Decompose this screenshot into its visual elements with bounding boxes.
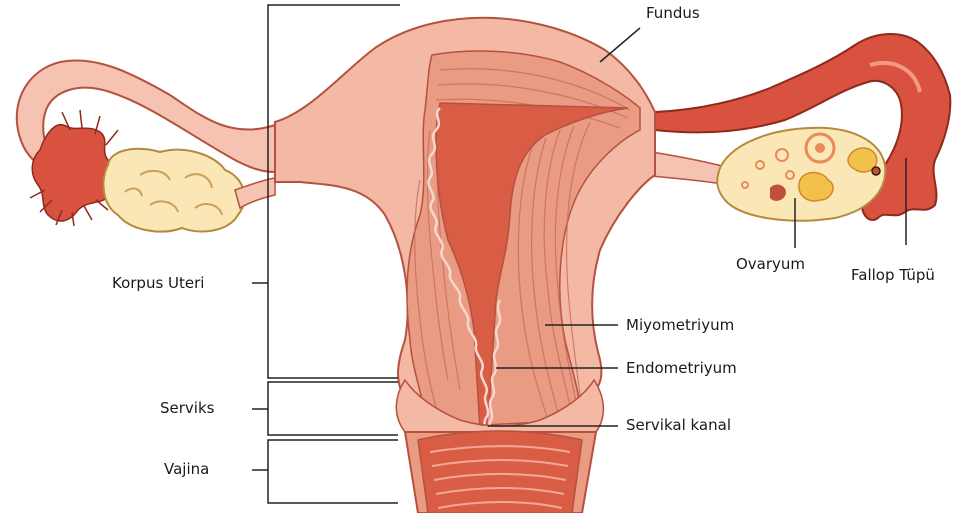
left-ovary: [103, 149, 244, 232]
right-ovary: [717, 128, 885, 221]
bracket-vajina: [252, 440, 398, 503]
label-endometriyum: Endometriyum: [626, 359, 737, 377]
bracket-serviks: [252, 382, 398, 435]
label-miyometriyum: Miyometriyum: [626, 316, 734, 334]
label-fundus: Fundus: [646, 4, 700, 22]
label-fallop-tupu: Fallop Tüpü: [851, 266, 935, 284]
label-serviks: Serviks: [160, 399, 214, 417]
label-servikal-kanal: Servikal kanal: [626, 416, 731, 434]
label-korpus-uteri: Korpus Uteri: [112, 274, 204, 292]
vagina-inner: [418, 431, 582, 513]
label-vajina: Vajina: [164, 460, 209, 478]
fundus-leader: [600, 28, 640, 62]
label-ovaryum: Ovaryum: [736, 255, 805, 273]
